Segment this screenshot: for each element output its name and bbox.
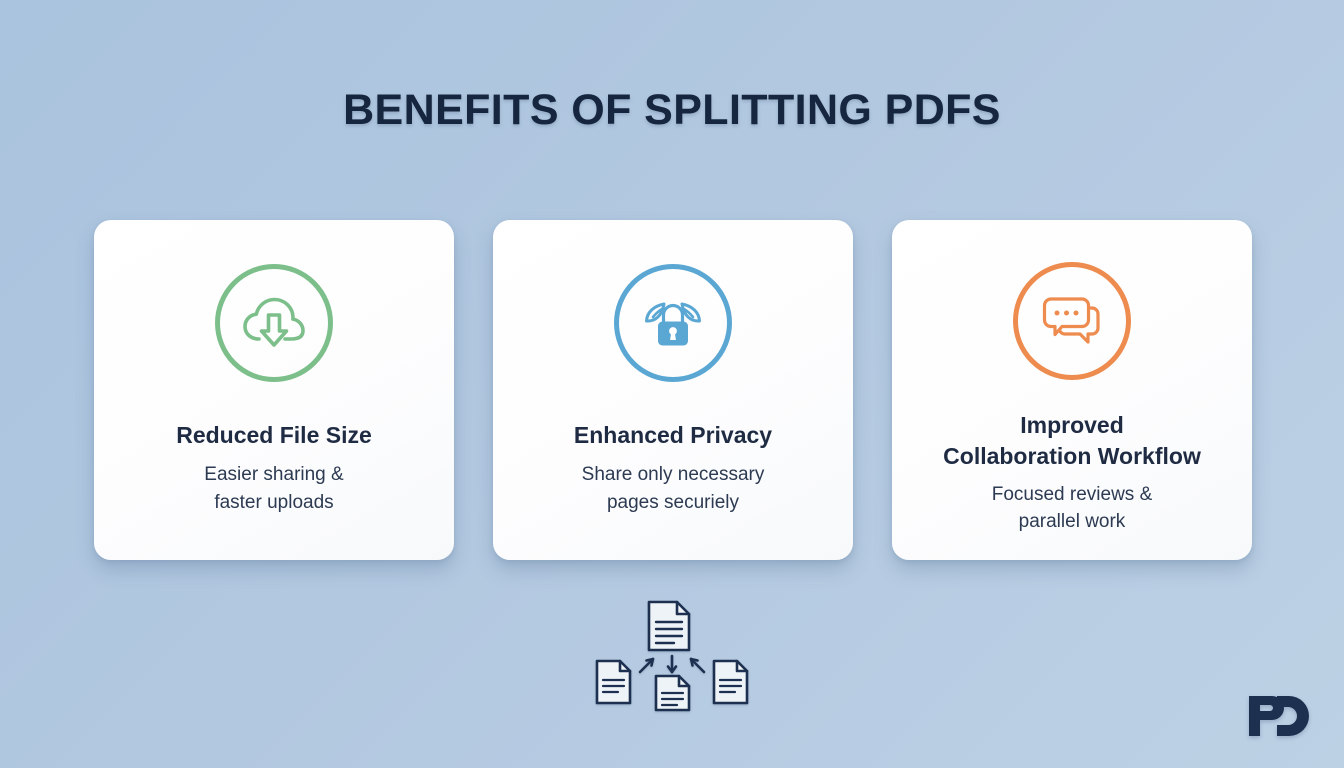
benefit-card-title-line1: Improved bbox=[1020, 412, 1124, 438]
benefit-card-description-line1: Share only necessary bbox=[581, 464, 765, 486]
diagram-result-document-2 bbox=[654, 674, 691, 712]
cloud-download-icon bbox=[241, 293, 307, 353]
cloud-download-icon-ring bbox=[215, 264, 333, 382]
padlock-shield-icon bbox=[641, 294, 705, 352]
pd-monogram-logo[interactable] bbox=[1246, 694, 1312, 738]
benefit-card-title: Enhanced Privacy bbox=[573, 422, 773, 448]
benefit-card-description-line1: Focused reviews & bbox=[991, 483, 1153, 505]
chat-bubbles-icon-ring bbox=[1013, 262, 1131, 380]
pdf-split-diagram bbox=[577, 598, 767, 713]
benefit-card-description-line2: parallel work bbox=[1018, 511, 1126, 533]
benefit-cards-row: Reduced File Size Easier sharing & faste… bbox=[94, 220, 1252, 560]
benefit-card-description: Focused reviews & parallel work bbox=[972, 481, 1173, 536]
benefit-card-description: Easier sharing & faster uploads bbox=[184, 461, 363, 516]
diagram-result-document-3 bbox=[712, 659, 749, 705]
benefit-card-title-line2: Collaboration Workflow bbox=[943, 443, 1201, 470]
benefit-card-description: Share only necessary pages securiely bbox=[562, 461, 785, 516]
benefit-card-reduced-file-size[interactable]: Reduced File Size Easier sharing & faste… bbox=[94, 220, 454, 560]
diagram-result-document-1 bbox=[595, 659, 632, 705]
benefit-card-improved-collaboration[interactable]: Improved Collaboration Workflow Focused … bbox=[892, 220, 1252, 560]
diagram-source-document bbox=[647, 600, 691, 652]
chat-bubbles-icon bbox=[1039, 292, 1105, 350]
page-title: BENEFITS OF SPLITTING PDFS bbox=[343, 86, 1001, 134]
benefit-card-description-line2: faster uploads bbox=[214, 491, 334, 513]
benefit-card-title: Improved Collaboration Workflow bbox=[925, 410, 1219, 473]
padlock-shield-icon-ring bbox=[614, 264, 732, 382]
benefit-card-description-line1: Easier sharing & bbox=[204, 464, 344, 486]
benefit-card-description-line2: pages securiely bbox=[606, 491, 740, 513]
benefit-card-title: Reduced File Size bbox=[176, 422, 372, 448]
benefit-card-enhanced-privacy[interactable]: Enhanced Privacy Share only necessary pa… bbox=[493, 220, 853, 560]
diagram-arrows bbox=[638, 654, 706, 674]
